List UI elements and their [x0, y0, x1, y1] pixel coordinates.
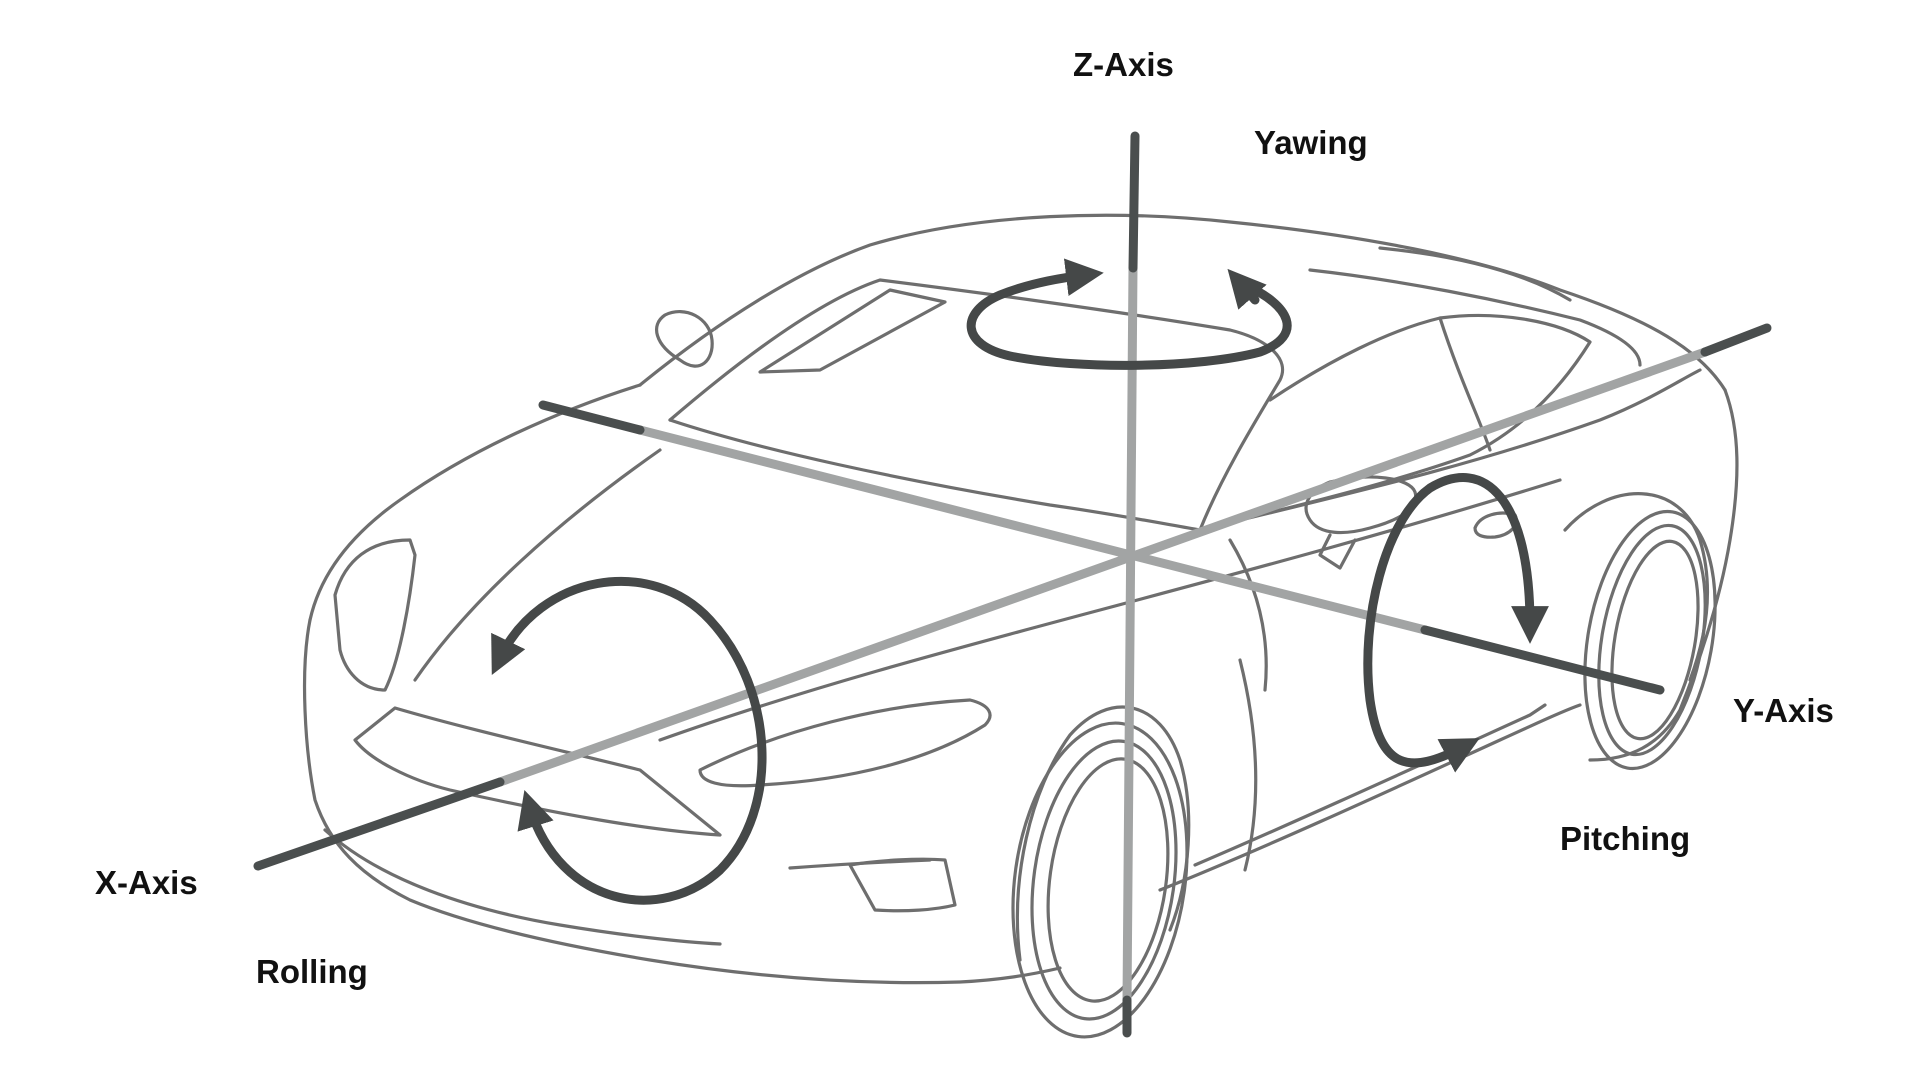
x-axis-light	[495, 347, 1710, 787]
roll-arrow	[491, 576, 767, 905]
y-axis-dark-front	[538, 400, 645, 435]
car-rear-wheel-mid	[1597, 523, 1707, 757]
car-cowl-vent	[758, 288, 947, 374]
x-axis-dark-front	[253, 777, 505, 871]
car-windshield	[668, 278, 1285, 532]
pitching-label: Pitching	[1560, 820, 1691, 857]
y-axis-light	[635, 425, 1430, 635]
rolling-label: Rolling	[256, 953, 368, 990]
y-axis-label: Y-Axis	[1733, 692, 1834, 729]
yaw-arrow-right	[966, 258, 1292, 370]
car-roof-line	[638, 213, 1727, 392]
car-character-line	[658, 478, 1562, 742]
rotation-arrows	[491, 258, 1549, 905]
car-lower-intake	[788, 858, 932, 870]
car-front-wheel-mid	[1030, 739, 1178, 1021]
car-front-wheel-outer	[1011, 721, 1189, 1039]
car-door-line	[1238, 658, 1258, 872]
z-axis-light	[1122, 263, 1138, 1005]
x-axis-label: X-Axis	[95, 864, 198, 901]
car-rear-wheel-outer	[1583, 509, 1717, 771]
car-left-mirror	[655, 309, 714, 368]
car-rear-wheel-inner	[1610, 539, 1700, 741]
car-fog-light	[848, 857, 957, 913]
car-headlight-left	[333, 538, 417, 692]
car-mirror-stem	[1318, 533, 1357, 570]
car-front-lip	[323, 828, 722, 946]
car-outline	[302, 213, 1739, 1039]
z-axis-label: Z-Axis	[1073, 46, 1174, 83]
car-front-bumper	[302, 618, 1062, 985]
car-rear-body	[1588, 388, 1739, 762]
y-axis-dark-rear	[1420, 625, 1665, 695]
yawing-label: Yawing	[1254, 124, 1368, 161]
car-rear-spoiler	[1378, 246, 1572, 302]
car-side-skirt	[1158, 703, 1582, 892]
car-windshield-bottom	[668, 418, 1202, 532]
z-axis-dark-top	[1128, 131, 1140, 273]
pitch-arrow	[1363, 473, 1549, 773]
axes	[253, 131, 1772, 1038]
x-axis-dark-rear	[1700, 323, 1772, 357]
car-door-front	[1228, 538, 1268, 692]
car-side-skirt-inner	[1193, 703, 1547, 867]
yaw-arrow-left-head	[1227, 268, 1267, 310]
car-fuel-cap	[1473, 511, 1518, 539]
car-b-pillar	[1438, 316, 1492, 452]
car-shoulder-line	[1198, 368, 1702, 532]
car-hood-crease	[413, 448, 662, 682]
car-rear-window-line	[1308, 268, 1642, 367]
